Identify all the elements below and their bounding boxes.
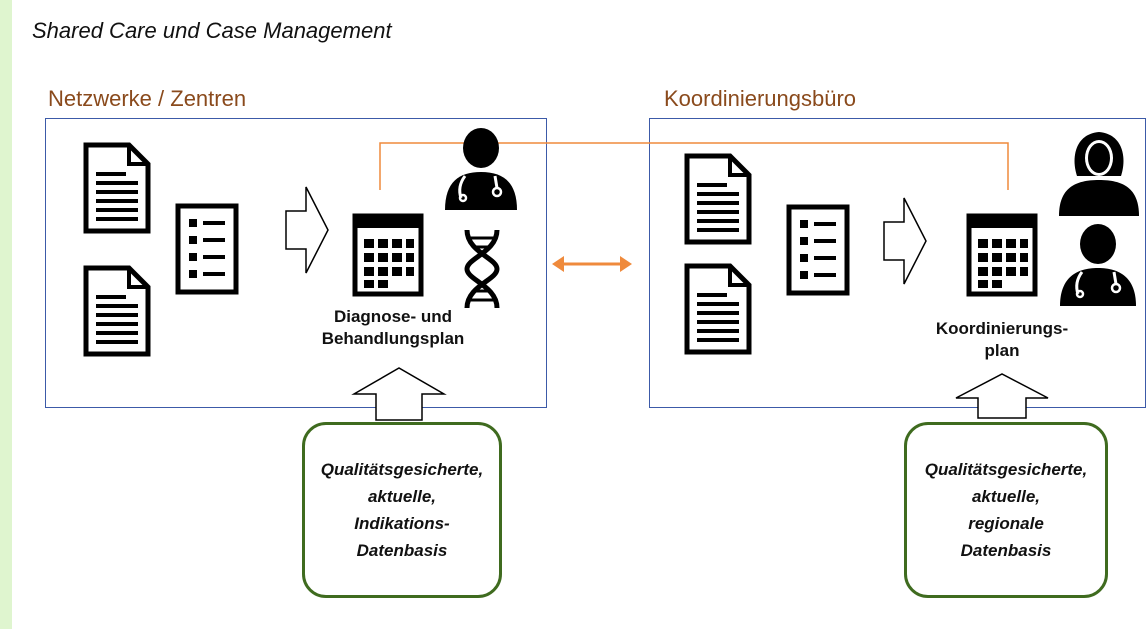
doctor-icon <box>445 128 517 210</box>
female-person-icon <box>1059 132 1139 216</box>
right-data-box-line: aktuelle, <box>971 487 1041 506</box>
hollow-arrow-up-icon <box>955 373 1049 419</box>
left-data-box: Qualitätsgesicherte, aktuelle, Indikatio… <box>302 422 502 598</box>
hollow-arrow-right-icon <box>285 186 329 274</box>
dna-icon <box>464 229 500 309</box>
hollow-arrow-right-icon <box>883 197 927 285</box>
connector-line <box>379 142 1009 190</box>
checklist-icon <box>786 204 850 296</box>
left-plan-label-line: Behandlungsplan <box>321 329 465 348</box>
left-plan-label: Diagnose- und Behandlungsplan <box>308 306 478 350</box>
checklist-icon <box>175 203 239 295</box>
right-plan-label-line: Koordinierungs- <box>935 319 1069 338</box>
document-icon <box>83 265 151 357</box>
calendar-icon <box>966 213 1038 297</box>
hollow-arrow-up-icon <box>351 367 447 421</box>
document-icon <box>684 153 752 245</box>
calendar-icon <box>352 213 424 297</box>
diagram-title: Shared Care und Case Management <box>32 18 392 43</box>
left-data-box-line: Qualitätsgesicherte, <box>320 460 484 479</box>
right-plan-label: Koordinierungs- plan <box>922 318 1082 362</box>
left-panel-label: Netzwerke / Zentren <box>48 86 247 111</box>
right-plan-label-line: plan <box>984 341 1020 360</box>
right-panel-label: Koordinierungsbüro <box>664 86 857 111</box>
doctor-icon <box>1060 224 1136 306</box>
right-data-box-line: Datenbasis <box>960 541 1052 560</box>
left-data-box-line: Datenbasis <box>356 541 448 560</box>
left-plan-label-line: Diagnose- und <box>333 307 453 326</box>
double-arrow-icon <box>552 256 632 272</box>
left-panel-box <box>45 118 547 408</box>
right-data-box: Qualitätsgesicherte, aktuelle, regionale… <box>904 422 1108 598</box>
left-data-box-line: Indikations- <box>354 514 450 533</box>
document-icon <box>684 263 752 355</box>
right-data-box-line: Qualitätsgesicherte, <box>924 460 1088 479</box>
right-data-box-line: regionale <box>968 514 1044 533</box>
document-icon <box>83 142 151 234</box>
left-data-box-line: aktuelle, <box>367 487 437 506</box>
diagram-canvas: Shared Care und Case Management Netzwerk… <box>12 0 1146 629</box>
